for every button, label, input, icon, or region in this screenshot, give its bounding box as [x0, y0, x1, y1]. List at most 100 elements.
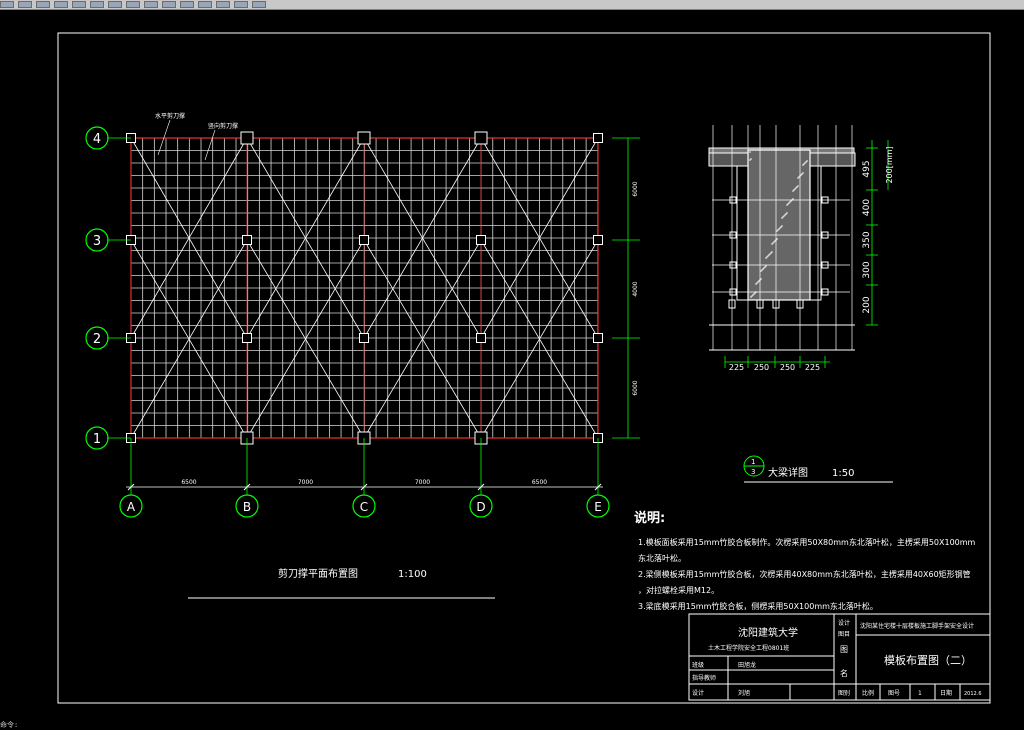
- command-line[interactable]: 命令:: [0, 720, 1024, 729]
- vertical-brace-label: 竖向剪刀撑: [208, 122, 238, 130]
- tb-class-label: 班级: [692, 661, 704, 669]
- axis-label: E: [594, 500, 602, 514]
- plan-title: 剪刀撑平面布置图: [278, 567, 358, 580]
- section-scale: 1:50: [832, 468, 854, 479]
- section-dim-y: 400: [862, 199, 872, 216]
- notes-heading: 说明:: [634, 510, 665, 526]
- tb-student-name: 田旭龙: [738, 661, 756, 669]
- column: [359, 333, 369, 343]
- tb-design-label: 设计: [692, 689, 704, 697]
- design-center-icon[interactable]: [126, 1, 140, 8]
- tb-side-2: 图目: [838, 631, 850, 638]
- tb-scale-label: 比例: [862, 689, 874, 697]
- section-dim-x: 225: [729, 363, 744, 372]
- axis-bubble: [85, 228, 109, 252]
- dimension-x: 6500: [532, 479, 547, 486]
- section-dim-x: 225: [805, 363, 820, 372]
- toolbar: [0, 0, 1024, 10]
- horizontal-brace-label: 水平剪刀撑: [155, 112, 185, 120]
- axis-label: C: [360, 500, 368, 514]
- column: [359, 235, 369, 245]
- axis-label: A: [127, 500, 136, 514]
- dimension-x: 7000: [415, 479, 430, 486]
- column: [357, 131, 371, 145]
- pan-icon[interactable]: [36, 1, 50, 8]
- zoom-window-icon[interactable]: [72, 1, 86, 8]
- axis-label: 1: [93, 432, 101, 447]
- properties-icon[interactable]: [108, 1, 122, 8]
- axis-bubble: [586, 494, 610, 518]
- help-icon[interactable]: [180, 1, 194, 8]
- axis-label: B: [243, 500, 251, 514]
- tool-palettes-icon[interactable]: [144, 1, 158, 8]
- redo-icon[interactable]: [18, 1, 32, 8]
- match-properties-icon[interactable]: [216, 1, 230, 8]
- color-control-icon[interactable]: [252, 1, 266, 8]
- tb-sheet-label: 图号: [888, 690, 900, 697]
- beam-body: [747, 149, 811, 301]
- tb-drawing-title: 模板布置图（二）: [884, 653, 972, 667]
- zoom-previous-icon[interactable]: [90, 1, 104, 8]
- note-line: 3.梁底模采用15mm竹胶合板，侧楞采用50X100mm东北落叶松。: [638, 601, 878, 611]
- column: [240, 131, 254, 145]
- tb-sheet-no: 1: [918, 690, 922, 697]
- tb-design-name: 刘旭: [738, 689, 750, 697]
- note-line: 1.模板面板采用15mm竹胶合板制作。次楞采用50X80mm东北落叶松，主楞采用…: [638, 537, 976, 547]
- detail-num-bottom: 3: [751, 468, 755, 476]
- column: [593, 333, 603, 343]
- plan-scale: 1:100: [398, 569, 427, 580]
- section-dim-x: 250: [780, 363, 795, 372]
- zoom-realtime-icon[interactable]: [54, 1, 68, 8]
- note-line: 2.梁侧模板采用15mm竹胶合板，次楞采用40X80mm东北落叶松，主楞采用40…: [638, 569, 971, 579]
- note-line: 东北落叶松。: [638, 553, 686, 563]
- note-line: ，对拉螺栓采用M12。: [638, 585, 719, 595]
- tb-side-5: 图别: [838, 689, 850, 697]
- axis-label: 2: [93, 332, 101, 347]
- dimension-y: 6000: [632, 181, 639, 196]
- tb-project: 沈阳某住宅楼十层楼板施工脚手架安全设计: [860, 622, 974, 630]
- tb-side-3: 图: [840, 645, 848, 654]
- tb-date-val: 2012.6: [964, 691, 982, 697]
- plot-icon[interactable]: [234, 1, 248, 8]
- axis-bubble: [469, 494, 493, 518]
- section-dim-x: 250: [754, 363, 769, 372]
- axis-label: D: [476, 500, 485, 514]
- notes-list: 1.模板面板采用15mm竹胶合板制作。次楞采用50X80mm东北落叶松，主楞采用…: [638, 537, 976, 611]
- tb-side-4: 名: [840, 668, 848, 678]
- undo-icon[interactable]: [0, 1, 14, 8]
- axis-label: 4: [93, 132, 101, 147]
- column: [593, 133, 603, 143]
- axis-bubble: [235, 494, 259, 518]
- column: [242, 333, 252, 343]
- column: [593, 235, 603, 245]
- dimension-x: 6500: [181, 479, 196, 486]
- command-prompt: 命令:: [0, 721, 19, 729]
- column: [476, 333, 486, 343]
- axis-bubble: [352, 494, 376, 518]
- title-block: 沈阳建筑大学 土木工程学院安全工程0801班 班级 田旭龙 指导教师 设计 刘旭…: [688, 613, 991, 701]
- section-dim-y: 300: [862, 261, 872, 278]
- column: [476, 235, 486, 245]
- tb-dept: 土木工程学院安全工程0801班: [708, 644, 789, 652]
- tb-school: 沈阳建筑大学: [738, 626, 798, 639]
- section-dim-y: 495: [862, 160, 872, 177]
- section-dim-y: 350: [862, 231, 872, 248]
- section-title: 大梁详图: [768, 466, 808, 479]
- sheet-border: [57, 32, 991, 704]
- dimension-x: 7000: [298, 479, 313, 486]
- detail-num-top: 1: [751, 458, 755, 466]
- dimension-y: 6000: [632, 380, 639, 395]
- tb-advisor-label: 指导教师: [692, 674, 716, 682]
- tb-date-label: 日期: [940, 689, 952, 697]
- axis-bubble: [85, 126, 109, 150]
- axis-label: 3: [93, 234, 101, 249]
- axis-bubble: [119, 494, 143, 518]
- column: [242, 235, 252, 245]
- calculator-icon[interactable]: [162, 1, 176, 8]
- axis-bubble: [85, 326, 109, 350]
- layer-icon[interactable]: [198, 1, 212, 8]
